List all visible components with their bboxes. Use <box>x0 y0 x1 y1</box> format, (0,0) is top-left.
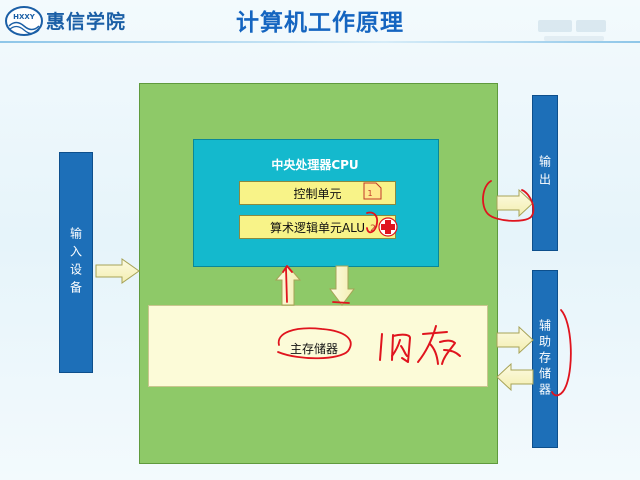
output-device-label: 输出 <box>537 155 552 191</box>
hxxy-logo-icon: HXXY <box>5 6 43 36</box>
brand-name: 惠信学院 <box>46 11 127 33</box>
marker-1-text: 1 <box>367 189 372 198</box>
note-marker-control: 1 <box>363 182 382 200</box>
storage-bracket-stroke <box>551 309 572 397</box>
arrow-cpu-to-memory <box>329 265 355 306</box>
header: HXXY 惠信学院 计算机工作原理 <box>0 0 640 43</box>
arrow-storage-to-computer <box>496 362 534 392</box>
logo-text: HXXY <box>13 13 36 21</box>
up-arrow-stroke <box>282 265 293 303</box>
memory-circle-stroke <box>277 327 352 360</box>
aux-storage-label: 辅助存储器 <box>537 319 552 399</box>
alu-label: 算术逻辑单元ALU <box>269 220 366 235</box>
input-device-box: 输入设备 <box>59 152 93 373</box>
page-title: 计算机工作原理 <box>236 10 404 36</box>
alu-box: 算术逻辑单元ALU <box>239 215 396 239</box>
watermark-logo-icon <box>538 20 606 41</box>
arrow-computer-to-storage <box>496 325 534 355</box>
arrow-computer-to-output <box>496 188 534 218</box>
down-arrow-underline-stroke <box>332 301 350 304</box>
main-memory-label: 主存储器 <box>290 342 339 356</box>
input-device-label: 输入设备 <box>68 226 83 299</box>
output-circle-stroke <box>482 180 535 222</box>
arrow-input-to-computer <box>95 258 140 284</box>
output-device-box: 输出 <box>532 95 558 251</box>
arrow-memory-to-cpu <box>274 265 302 306</box>
aux-storage-box: 辅助存储器 <box>532 270 558 448</box>
alu-circle-stroke <box>366 211 379 234</box>
control-unit-label: 控制单元 <box>293 186 342 201</box>
header-divider <box>0 41 640 43</box>
handwriting-annotations <box>277 180 572 397</box>
handwritten-note-neicun <box>379 325 461 365</box>
marker-2-text: 2 <box>370 224 376 234</box>
alu-marker: 2 <box>370 217 398 237</box>
cpu-title: 中央处理器CPU <box>271 158 359 172</box>
